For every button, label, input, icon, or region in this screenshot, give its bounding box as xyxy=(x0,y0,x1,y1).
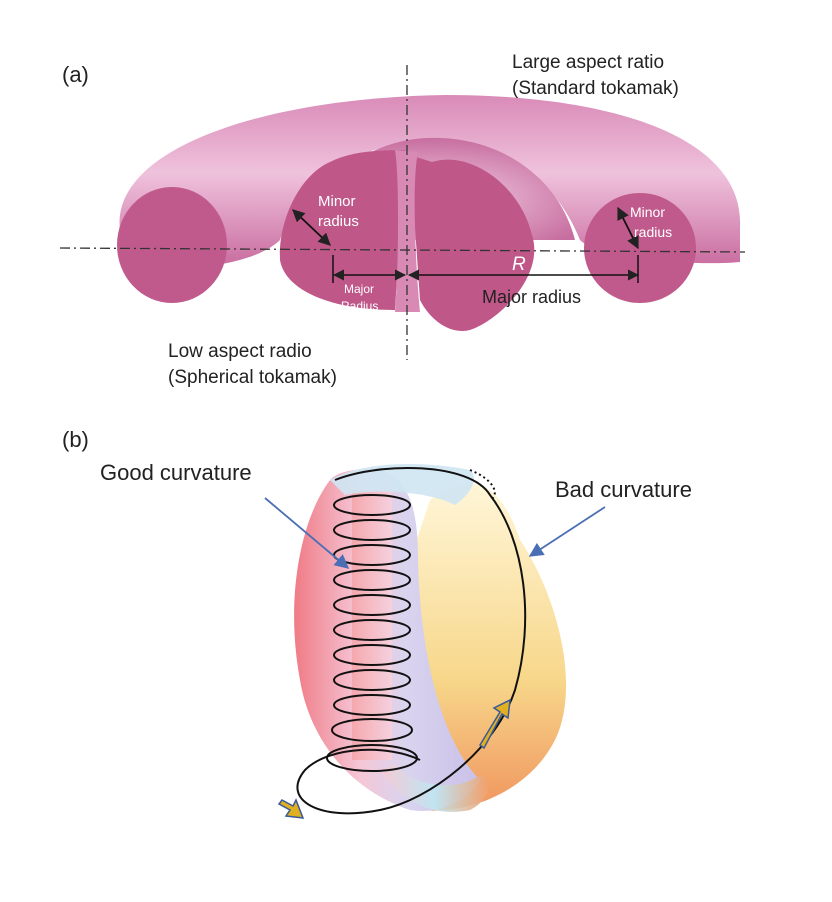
panel-a-label: (a) xyxy=(62,62,89,87)
flow-arrow-top xyxy=(479,698,511,750)
low-aspect-label-1: Low aspect radio xyxy=(168,341,312,362)
good-curvature-label: Good curvature xyxy=(100,460,252,485)
major-radius-small-label-1: Major xyxy=(344,282,374,296)
horizontal-midplane xyxy=(59,247,746,253)
minor-radius-right-arrow xyxy=(617,206,639,250)
large-aspect-label-1: Large aspect ratio xyxy=(512,52,664,73)
major-radius-small-label-2: Radius xyxy=(341,299,378,313)
good-curvature-arrow xyxy=(264,497,350,569)
field-line-helix xyxy=(296,466,527,815)
panel-b-label: (b) xyxy=(62,427,89,452)
low-aspect-label-2: (Spherical tokamak) xyxy=(168,367,337,388)
minor-radius-right-label-1: Minor xyxy=(630,204,665,220)
flow-arrow-bottom xyxy=(277,798,305,819)
major-radius-large-label: Major radius xyxy=(482,287,581,307)
r-symbol: R xyxy=(512,254,526,275)
bad-curvature-arrow xyxy=(528,506,606,557)
minor-radius-left-label-1: Minor xyxy=(318,193,356,210)
minor-radius-left-arrow xyxy=(292,209,331,246)
large-aspect-label-2: (Standard tokamak) xyxy=(512,78,679,99)
bad-curvature-label: Bad curvature xyxy=(555,477,692,502)
minor-radius-left-label-2: radius xyxy=(318,213,359,230)
minor-radius-right-label-2: radius xyxy=(634,224,672,240)
left-cross-section xyxy=(117,187,227,303)
